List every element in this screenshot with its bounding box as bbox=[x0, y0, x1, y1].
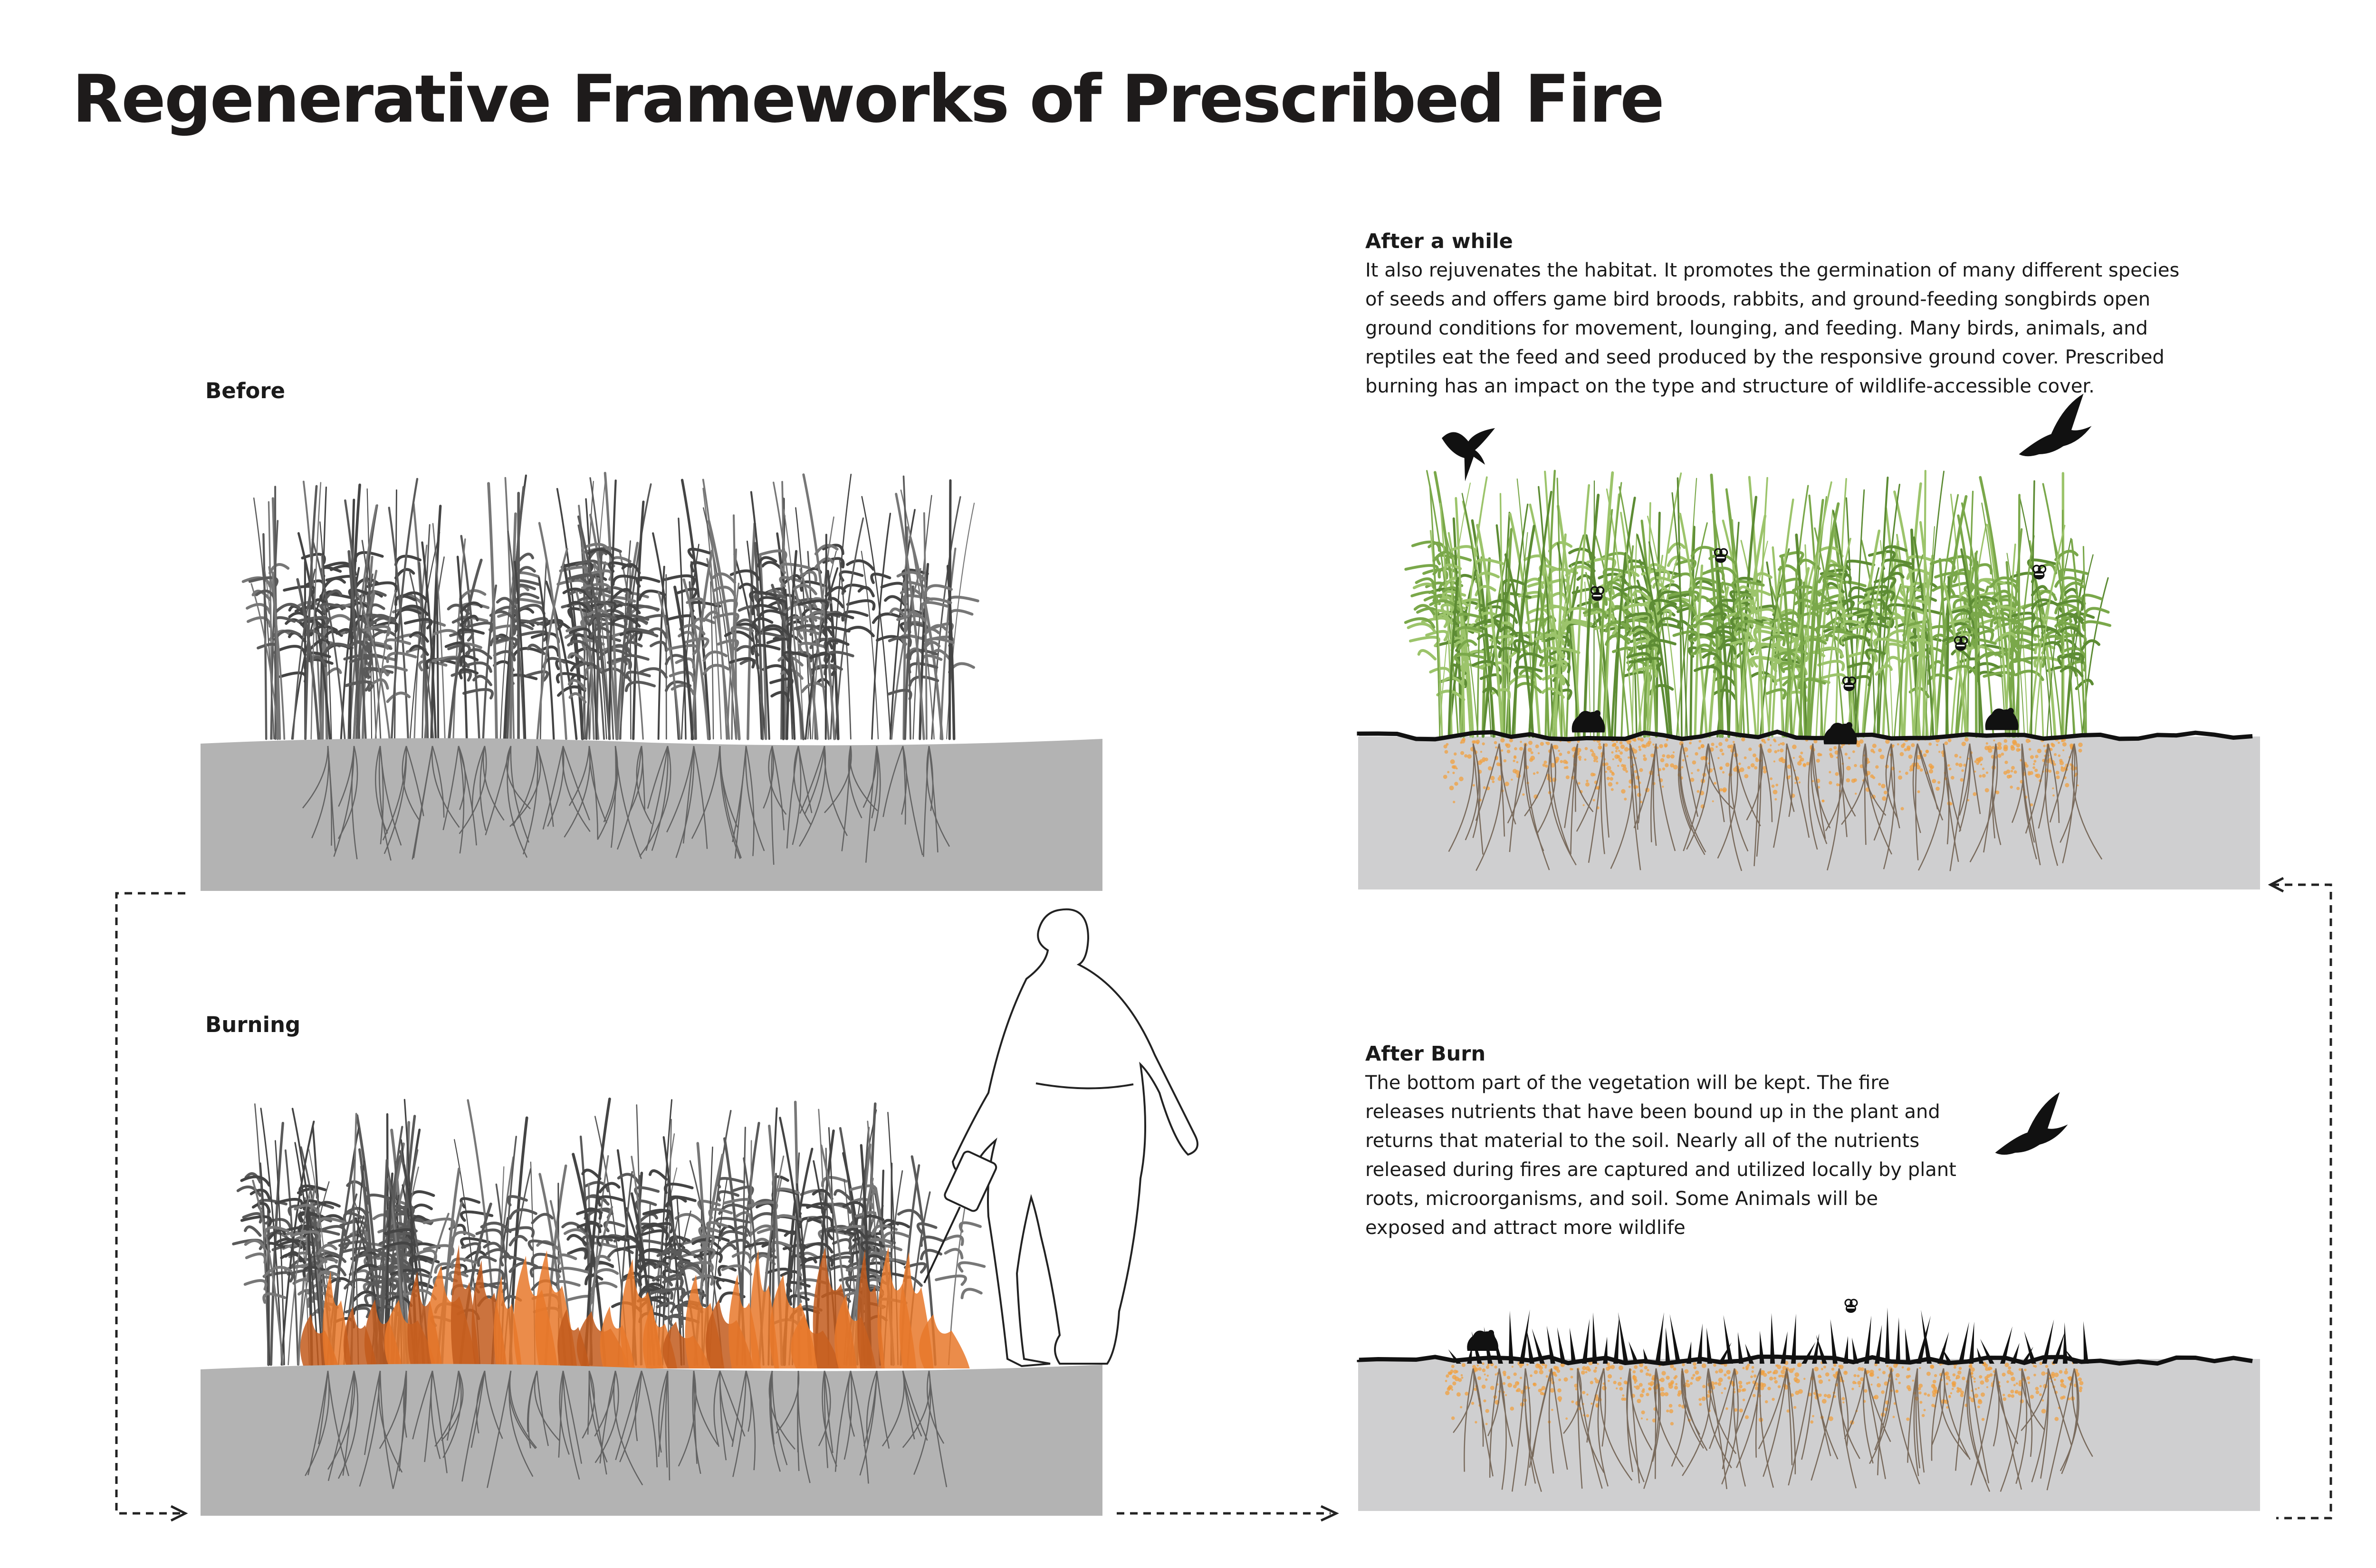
soil-block bbox=[201, 738, 1102, 891]
roots bbox=[302, 746, 950, 865]
after-a-while-text: After a while It also rejuvenates the ha… bbox=[1365, 227, 2183, 401]
after-burn-text: After Burn The bottom part of the vegeta… bbox=[1365, 1040, 1957, 1243]
mouse-icon bbox=[1467, 1330, 1498, 1351]
flow-arrow-icon bbox=[115, 883, 2332, 1520]
flow-arrow-icon bbox=[170, 877, 2284, 1522]
roots bbox=[1448, 743, 2103, 871]
burnt-ground-line bbox=[1357, 1354, 2253, 1366]
firefighter-figure bbox=[923, 908, 1198, 1367]
flames bbox=[300, 1244, 970, 1368]
burnt-ground-line bbox=[1357, 729, 2253, 742]
soil-block bbox=[201, 1364, 1102, 1516]
nutrient-dots bbox=[1443, 736, 2083, 811]
burning-label: Burning bbox=[205, 1012, 301, 1037]
bee-icon bbox=[1844, 1299, 1858, 1314]
panel-burning bbox=[201, 1097, 1102, 1516]
panel-after-a-while bbox=[1357, 393, 2260, 889]
before-label: Before bbox=[205, 378, 286, 403]
mouse-icon bbox=[1985, 708, 2019, 730]
grass bbox=[1404, 469, 2112, 738]
after-a-while-body: It also rejuvenates the habitat. It prom… bbox=[1365, 259, 2180, 397]
soil-block bbox=[1358, 1359, 2260, 1511]
eagle-icon bbox=[1995, 1092, 2068, 1155]
roots bbox=[1453, 1368, 2093, 1492]
bird-icon bbox=[1442, 428, 1495, 481]
mouse-icon bbox=[1823, 722, 1857, 745]
after-burn-body: The bottom part of the vegetation will b… bbox=[1365, 1072, 1956, 1239]
roots bbox=[305, 1370, 948, 1489]
panel-before bbox=[201, 471, 1102, 891]
after-burn-title: After Burn bbox=[1365, 1042, 1486, 1066]
after-a-while-title: After a while bbox=[1365, 229, 1513, 253]
panel-after-burn bbox=[1357, 1092, 2260, 1511]
soil-block bbox=[1358, 736, 2260, 889]
page-title: Regenerative Frameworks of Prescribed Fi… bbox=[72, 61, 1665, 137]
grass bbox=[241, 471, 979, 740]
eagle-icon bbox=[2019, 393, 2092, 457]
bee-icon bbox=[2032, 564, 2047, 581]
